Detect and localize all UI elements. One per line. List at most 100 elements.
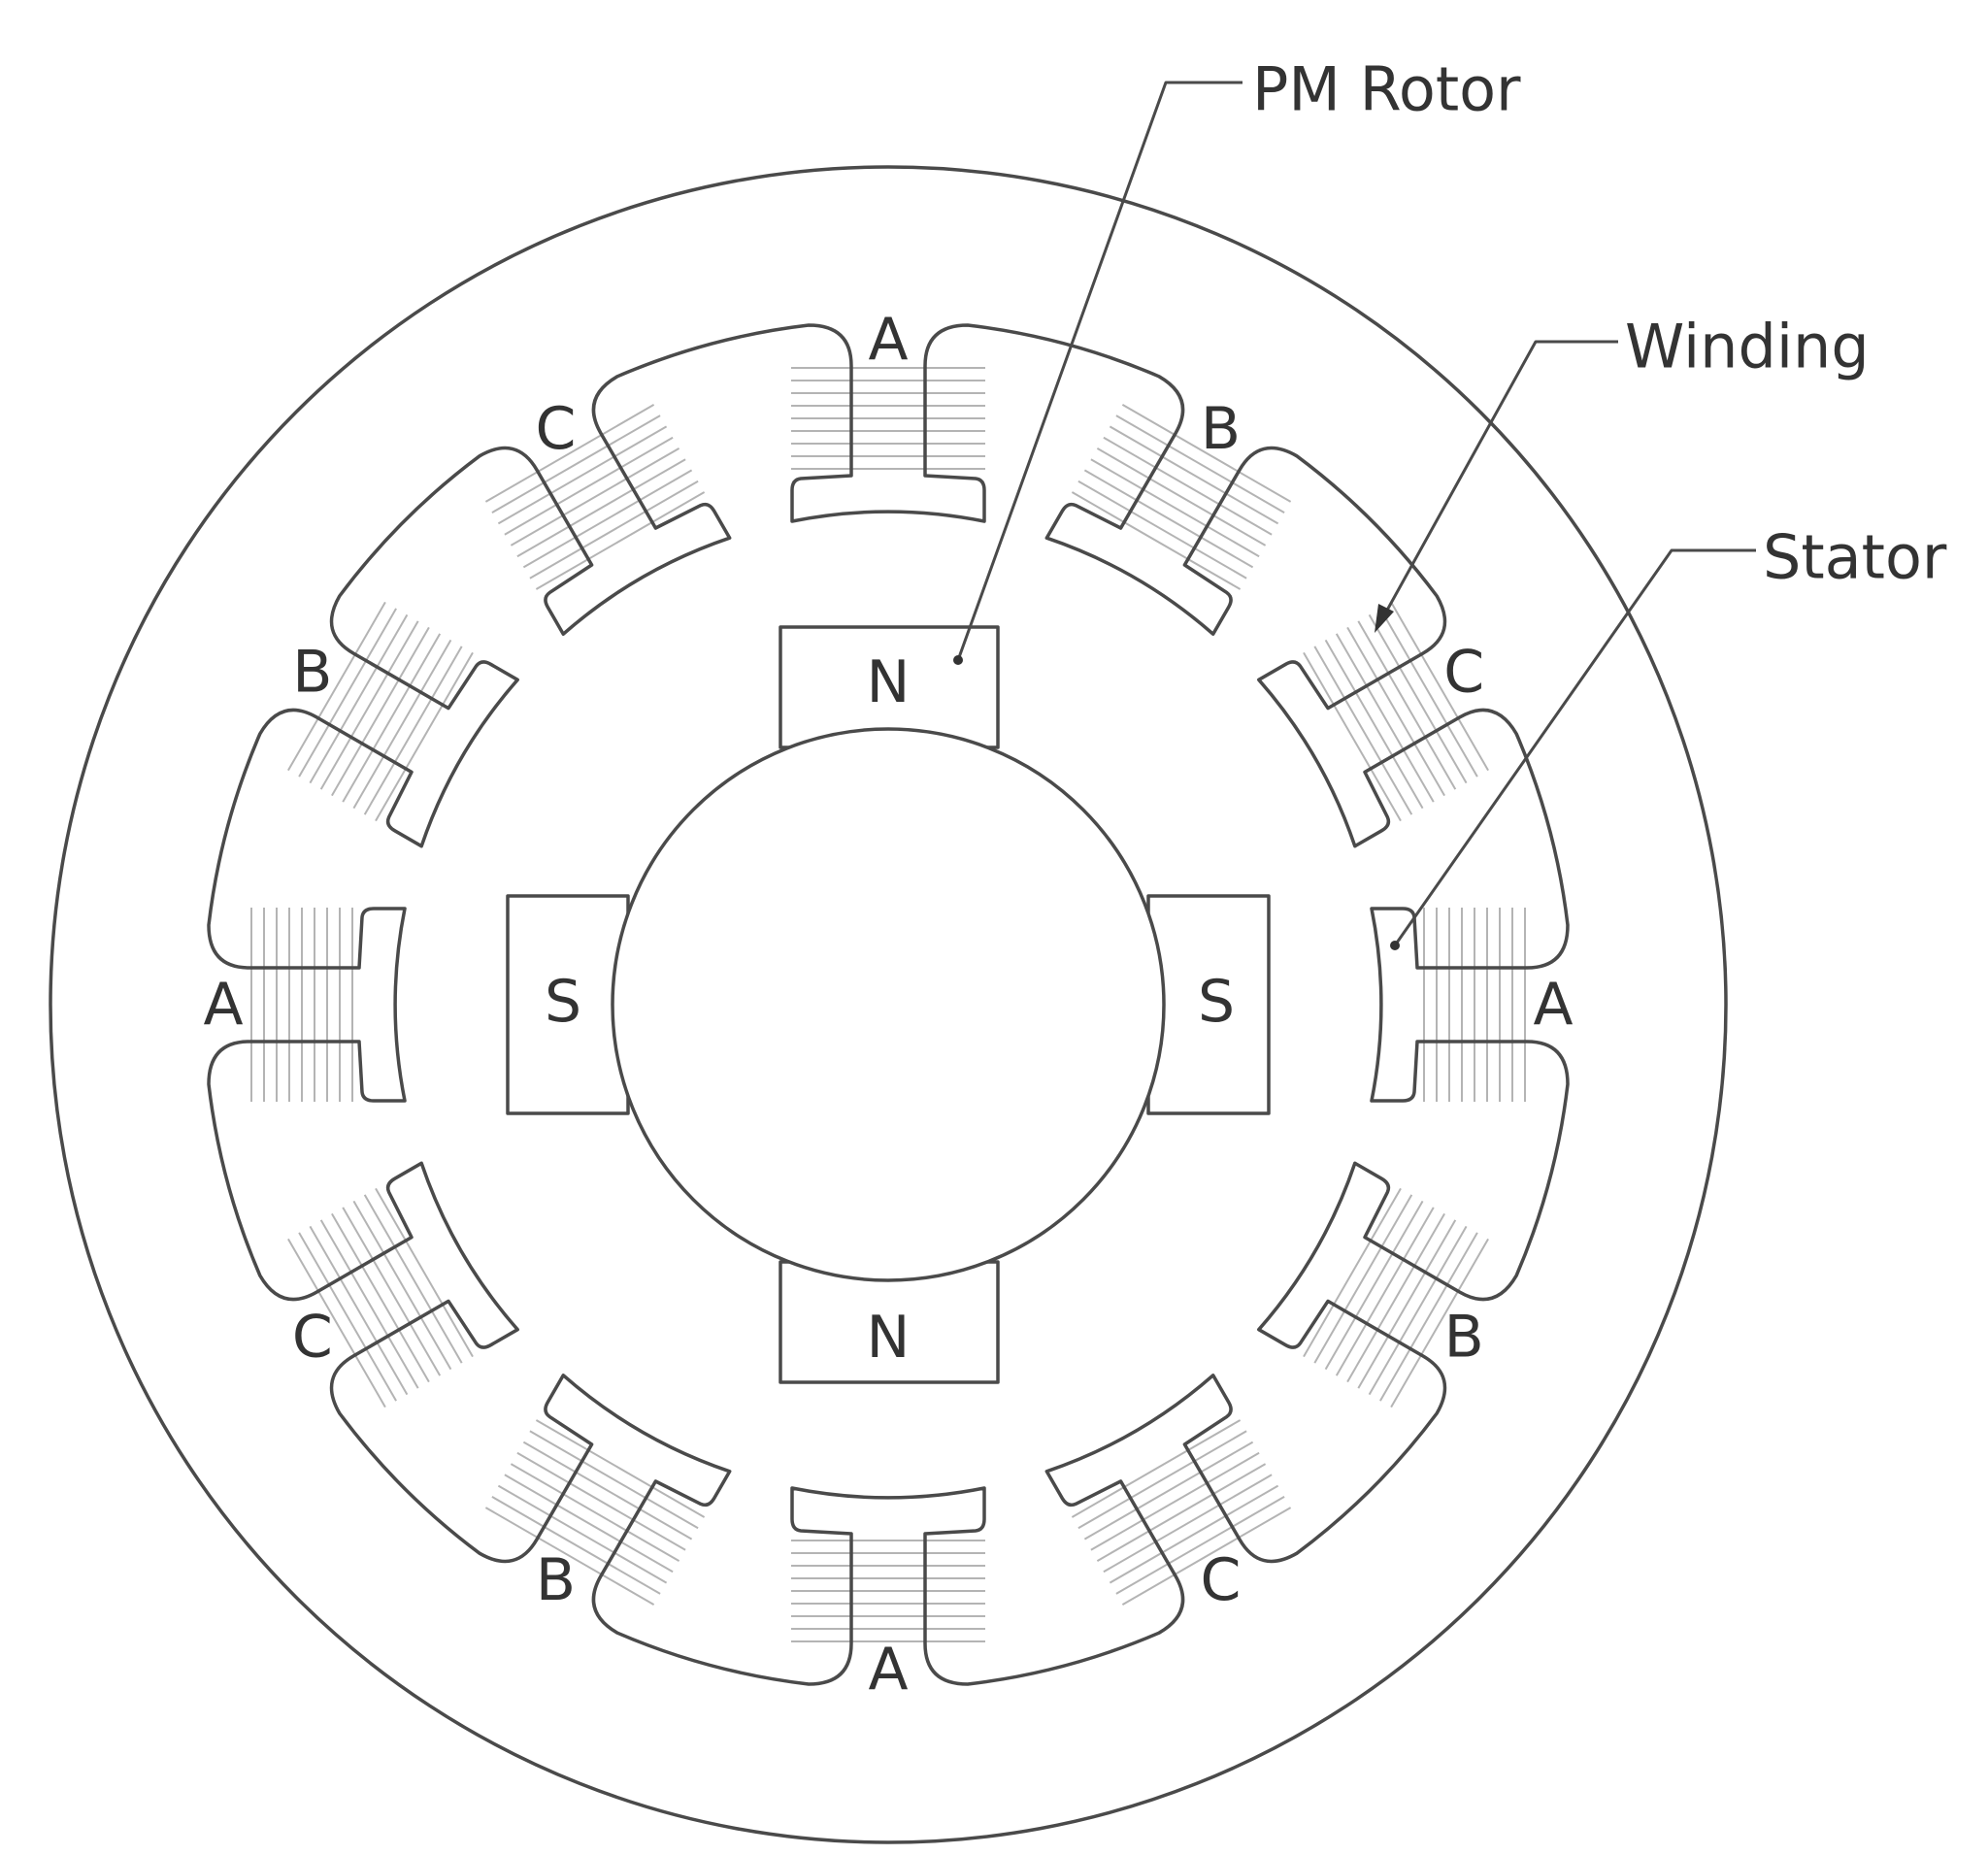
winding-turn bbox=[510, 1463, 680, 1562]
winding-turn bbox=[535, 1419, 706, 1518]
winding-turn bbox=[1324, 639, 1424, 810]
winding-leader-line bbox=[1377, 340, 1618, 625]
winding-turn bbox=[342, 633, 442, 803]
winding-turn bbox=[1077, 1430, 1247, 1530]
winding-turn bbox=[1379, 1232, 1478, 1402]
winding-turn bbox=[1103, 436, 1273, 536]
winding-turn bbox=[309, 1225, 409, 1396]
winding-turn bbox=[1357, 620, 1457, 790]
winding-turn bbox=[1121, 1507, 1292, 1606]
rotor-core bbox=[611, 727, 1166, 1282]
winding-turn bbox=[319, 620, 419, 790]
winding-turn bbox=[287, 1238, 386, 1408]
winding-turn bbox=[484, 404, 655, 503]
stator-outer-circle bbox=[49, 165, 1728, 1844]
winding-turn bbox=[1109, 1484, 1279, 1584]
winding-turn bbox=[516, 1451, 686, 1551]
winding-turn bbox=[298, 1232, 397, 1402]
winding-turn bbox=[1071, 1419, 1242, 1518]
winding-turn bbox=[1109, 425, 1279, 525]
winding-turn bbox=[1096, 1463, 1267, 1562]
phase-label: C bbox=[536, 395, 577, 463]
winding-turn bbox=[342, 1207, 442, 1376]
winding-turn bbox=[1083, 469, 1254, 569]
winding-turn bbox=[1071, 491, 1242, 590]
winding-leader-arrow-icon bbox=[1375, 604, 1394, 633]
winding-turn bbox=[1115, 414, 1285, 513]
winding-turn bbox=[1368, 613, 1468, 784]
phase-label: C bbox=[1443, 639, 1484, 707]
phase-label: B bbox=[1444, 1304, 1484, 1372]
stator-leader-line bbox=[1393, 548, 1756, 946]
winding-turn bbox=[1083, 1441, 1254, 1540]
winding-turn bbox=[319, 1219, 419, 1389]
stator-inner-contour bbox=[207, 323, 1570, 1686]
winding-turn bbox=[375, 1187, 474, 1358]
pole-label-bottom: N bbox=[867, 1304, 911, 1372]
phase-label: A bbox=[868, 1636, 908, 1704]
winding-turn bbox=[1346, 1212, 1445, 1383]
winding-turn bbox=[352, 1200, 452, 1371]
winding-turn bbox=[1379, 608, 1478, 778]
rotor-leader-line bbox=[956, 81, 1242, 661]
pole-label-right: S bbox=[1198, 968, 1235, 1036]
phase-label: B bbox=[1201, 395, 1241, 463]
winding-turn bbox=[363, 1194, 463, 1364]
winding-turn bbox=[1324, 1200, 1424, 1371]
winding-turn bbox=[287, 601, 386, 772]
winding-turn bbox=[504, 1474, 674, 1573]
winding-turn bbox=[1346, 626, 1445, 797]
winding-turn bbox=[363, 646, 463, 815]
phase-label: A bbox=[1533, 971, 1573, 1039]
winding-turn bbox=[522, 469, 693, 569]
winding-turn bbox=[504, 436, 674, 536]
winding-turn bbox=[529, 480, 699, 580]
phase-label: C bbox=[1201, 1546, 1242, 1614]
phase-label: B bbox=[536, 1546, 576, 1614]
winding-turn bbox=[1121, 404, 1292, 503]
winding-turn bbox=[1335, 633, 1435, 803]
pole-label-top: N bbox=[867, 648, 911, 716]
winding-turn bbox=[1390, 601, 1489, 772]
winding-turn bbox=[529, 1430, 699, 1530]
callout-winding: Winding bbox=[1625, 312, 1870, 382]
winding-turn bbox=[535, 491, 706, 590]
winding-turn bbox=[491, 414, 661, 513]
phase-label: C bbox=[292, 1304, 333, 1372]
winding-turn bbox=[1090, 1451, 1260, 1551]
winding-turn bbox=[1090, 458, 1260, 558]
winding-turn bbox=[510, 447, 680, 547]
winding-turn bbox=[1390, 1238, 1489, 1408]
winding-turn bbox=[522, 1441, 693, 1540]
winding-turn bbox=[1303, 651, 1402, 822]
winding-turn bbox=[1357, 1219, 1457, 1389]
windings bbox=[250, 367, 1526, 1642]
callout-stator: Stator bbox=[1763, 522, 1947, 593]
winding-turn bbox=[516, 458, 686, 558]
winding-turn bbox=[1077, 480, 1247, 580]
winding-turn bbox=[491, 1496, 661, 1595]
winding-turn bbox=[1096, 447, 1267, 547]
rotor-leader-dot bbox=[953, 655, 963, 665]
winding-turn bbox=[1313, 1194, 1413, 1364]
winding-turn bbox=[352, 639, 452, 810]
winding-turn bbox=[484, 1507, 655, 1606]
winding-turn bbox=[497, 1484, 668, 1584]
winding-turn bbox=[497, 425, 668, 525]
winding-turn bbox=[309, 613, 409, 784]
winding-turn bbox=[375, 651, 474, 822]
stator-leader-dot bbox=[1390, 941, 1400, 950]
winding-turn bbox=[1103, 1474, 1273, 1573]
callout-pm-rotor: PM Rotor bbox=[1252, 54, 1521, 125]
winding-turn bbox=[331, 1212, 430, 1383]
winding-turn bbox=[298, 608, 397, 778]
phase-label: A bbox=[868, 306, 908, 374]
winding-turn bbox=[1368, 1225, 1468, 1396]
winding-turn bbox=[1313, 646, 1413, 815]
winding-turn bbox=[1335, 1207, 1435, 1376]
phase-label: B bbox=[292, 639, 332, 707]
winding-turn bbox=[331, 626, 430, 797]
